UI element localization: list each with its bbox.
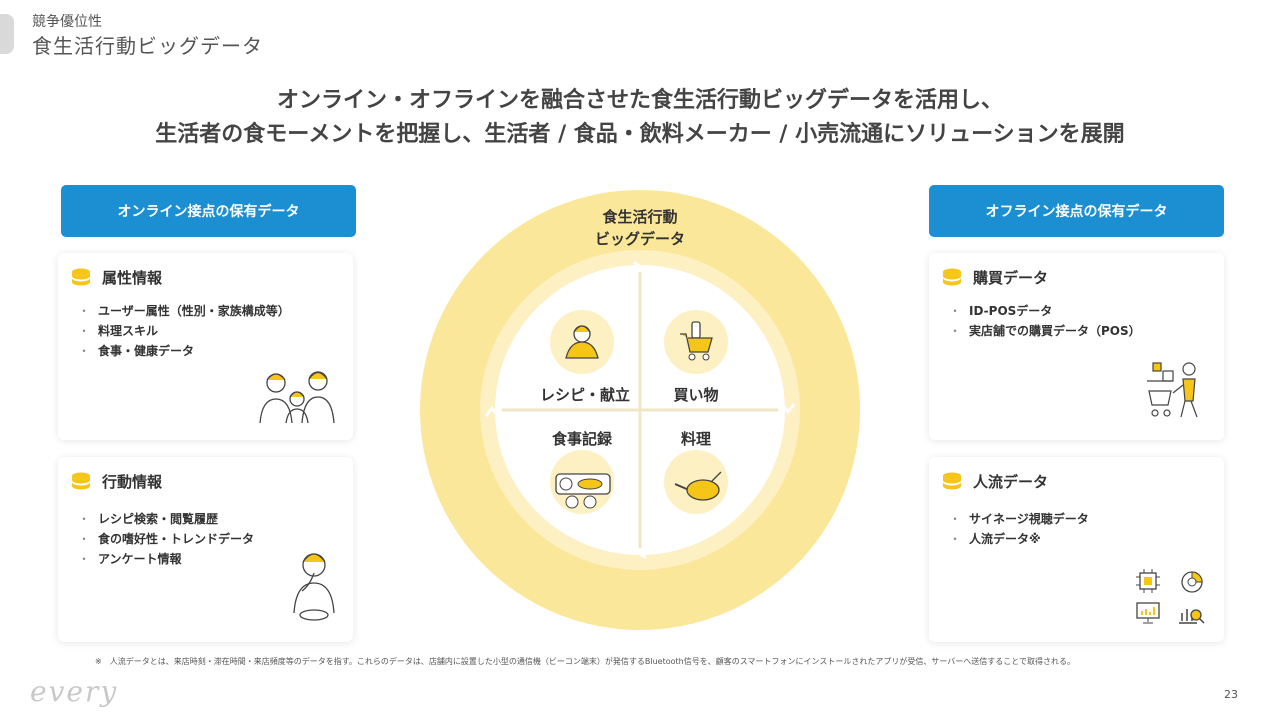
list-item: ユーザー属性（性別・家族構成等）	[78, 301, 290, 321]
behavior-list: レシピ検索・閲覧履歴 食の嗜好性・トレンドデータ アンケート情報	[78, 509, 254, 569]
database-icon	[72, 268, 90, 286]
recipe-menu-icon	[565, 325, 599, 359]
attribute-card: 属性情報 ユーザー属性（性別・家族構成等） 料理スキル 食事・健康データ	[58, 253, 353, 440]
page-title: 食生活行動ビッグデータ	[32, 34, 263, 58]
monitor-chart-icon	[1136, 602, 1160, 624]
page-number: 23	[1224, 688, 1238, 701]
foot-traffic-card-title: 人流データ	[973, 473, 1049, 491]
purchase-list: ID-POSデータ 実店舗での購買データ（POS）	[949, 301, 1141, 341]
database-icon	[943, 472, 961, 490]
center-title: 食生活行動 ビッグデータ	[570, 206, 710, 250]
list-item: サイネージ視聴データ	[949, 509, 1089, 529]
meal-record-icon	[555, 473, 611, 509]
headline-line-2: 生活者の食モーメントを把握し、生活者 / 食品・飲料メーカー / 小売流通にソリ…	[155, 122, 1125, 147]
center-title-line-2: ビッグデータ	[594, 230, 685, 248]
list-item: レシピ検索・閲覧履歴	[78, 509, 254, 529]
eating-person-illustration	[293, 553, 335, 621]
list-item: 実店舗での購買データ（POS）	[949, 321, 1141, 341]
tab-marker	[0, 14, 14, 54]
headline-line-1: オンライン・オフラインを融合させた食生活行動ビッグデータを活用し、	[276, 88, 1003, 113]
cooking-pan-icon	[674, 471, 722, 501]
footnote: ※ 人流データとは、来店時刻・滞在時間・来店頻度等のデータを指す。これらのデータ…	[95, 657, 1076, 666]
shopper-illustration	[1147, 362, 1198, 418]
purchase-card: 購買データ ID-POSデータ 実店舗での購買データ（POS）	[929, 253, 1224, 440]
foot-traffic-card: 人流データ サイネージ視聴データ 人流データ※	[929, 457, 1224, 642]
headline: オンライン・オフラインを融合させた食生活行動ビッグデータを活用し、 生活者の食モ…	[0, 84, 1280, 152]
list-item: 料理スキル	[78, 321, 290, 341]
pie-chart-icon	[1181, 571, 1203, 593]
list-item: アンケート情報	[78, 549, 254, 569]
quadrant-meal-record-label: 食事記録	[551, 430, 612, 448]
list-item: 食事・健康データ	[78, 341, 290, 361]
quadrant-cooking-label: 料理	[680, 430, 711, 448]
list-item: ID-POSデータ	[949, 301, 1141, 321]
family-illustration	[259, 371, 335, 424]
behavior-card: 行動情報 レシピ検索・閲覧履歴 食の嗜好性・トレンドデータ アンケート情報	[58, 457, 353, 642]
purchase-card-title: 購買データ	[973, 269, 1049, 287]
database-icon	[72, 472, 90, 490]
quadrant-recipe-label: レシピ・献立	[539, 386, 630, 404]
list-item: 食の嗜好性・トレンドデータ	[78, 529, 254, 549]
attribute-card-title: 属性情報	[102, 269, 163, 287]
attribute-list: ユーザー属性（性別・家族構成等） 料理スキル 食事・健康データ	[78, 301, 290, 361]
every-logo: every	[30, 675, 119, 708]
shopping-cart-icon	[680, 321, 713, 361]
foot-traffic-list: サイネージ視聴データ 人流データ※	[949, 509, 1089, 549]
database-icon	[943, 268, 961, 286]
online-header: オンライン接点の保有データ	[61, 185, 356, 237]
analytics-search-icon	[1179, 609, 1205, 624]
big-data-circle	[420, 190, 860, 630]
behavior-card-title: 行動情報	[102, 473, 163, 491]
chip-icon	[1136, 569, 1160, 593]
offline-header: オフライン接点の保有データ	[929, 185, 1224, 237]
center-title-line-1: 食生活行動	[602, 208, 678, 226]
section-label: 競争優位性	[32, 14, 102, 30]
list-item: 人流データ※	[949, 529, 1089, 549]
quadrant-shopping-label: 買い物	[673, 386, 719, 404]
